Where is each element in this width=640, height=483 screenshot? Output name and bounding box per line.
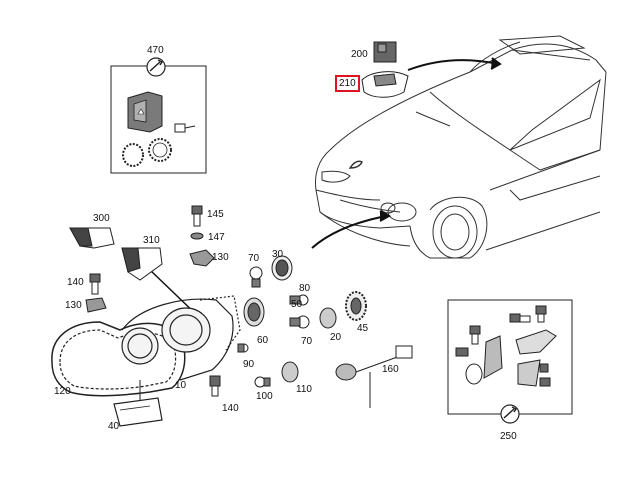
part-label-470[interactable]: 470 <box>147 45 164 56</box>
part-label-250[interactable]: 250 <box>500 431 517 442</box>
car-outline <box>315 35 607 259</box>
inset-box-470 <box>110 57 207 174</box>
part-label-50[interactable]: 50 <box>291 299 303 310</box>
headlamp-assembly <box>51 295 241 427</box>
part-label-110[interactable]: 110 <box>296 384 312 395</box>
part-label-30[interactable]: 30 <box>272 249 284 260</box>
part-label-140-left[interactable]: 140 <box>67 277 84 288</box>
inset-box-250 <box>447 299 573 424</box>
bulb-icon <box>249 266 263 280</box>
part-label-130-upper[interactable]: 130 <box>212 252 229 263</box>
small-parts <box>85 205 221 397</box>
wrench-icon <box>149 59 164 72</box>
parts-200-210 <box>361 41 409 98</box>
bulbs-row <box>237 255 413 408</box>
part-label-160[interactable]: 160 <box>382 364 399 375</box>
part-label-200[interactable]: 200 <box>351 49 368 60</box>
part-label-60[interactable]: 60 <box>257 335 269 346</box>
callout-arrows <box>149 57 502 319</box>
part-label-40[interactable]: 40 <box>108 421 120 432</box>
part-label-10[interactable]: 10 <box>175 380 187 391</box>
part-label-90[interactable]: 90 <box>243 359 255 370</box>
part-label-300[interactable]: 300 <box>93 213 110 224</box>
part-label-145[interactable]: 145 <box>207 209 224 220</box>
part-label-45[interactable]: 45 <box>357 323 369 334</box>
part-label-140-lower[interactable]: 140 <box>222 403 239 414</box>
part-label-147[interactable]: 147 <box>208 232 225 243</box>
part-label-20[interactable]: 20 <box>330 332 342 343</box>
part-label-130-left[interactable]: 130 <box>65 300 82 311</box>
part-label-210-highlighted[interactable]: 210 <box>335 75 360 92</box>
trim-pieces-300-310 <box>69 227 163 281</box>
part-label-310[interactable]: 310 <box>143 235 160 246</box>
part-label-100[interactable]: 100 <box>256 391 273 402</box>
part-label-120[interactable]: 120 <box>54 386 71 397</box>
part-label-80[interactable]: 80 <box>299 283 311 294</box>
part-label-70-upper[interactable]: 70 <box>248 253 260 264</box>
part-label-70-lower[interactable]: 70 <box>301 336 313 347</box>
